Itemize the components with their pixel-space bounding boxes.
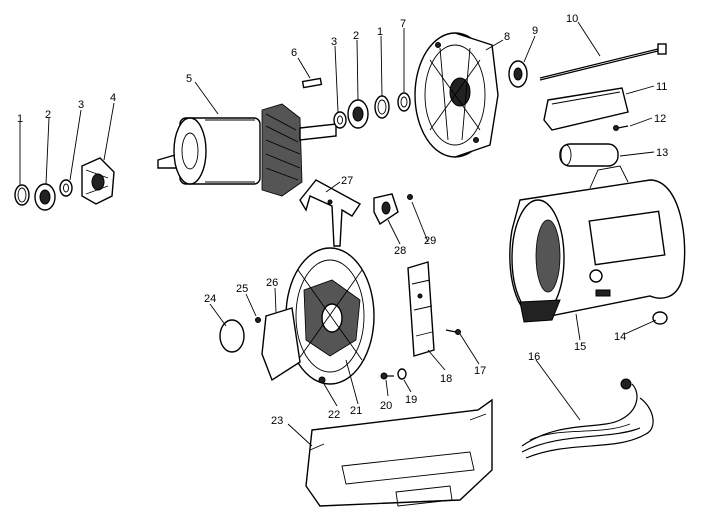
part-base: [305, 398, 493, 507]
part-inspection-plate: [261, 307, 301, 382]
callout-2-rotor: 2: [353, 30, 359, 42]
part-terminal-screw: [407, 194, 413, 200]
callout-11: 11: [656, 81, 667, 93]
leader-lines: [19, 21, 657, 447]
callout-19: 19: [405, 394, 417, 406]
part-washer-right: [333, 111, 347, 129]
callout-4: 4: [110, 92, 116, 104]
part-lead-wires: [521, 378, 654, 459]
part-through-bolt: [539, 43, 667, 81]
part-terminal-bracket: [299, 179, 362, 247]
callout-28: 28: [394, 245, 406, 257]
callout-3-rotor: 3: [331, 36, 337, 48]
callout-27: 27: [341, 175, 353, 187]
callout-13: 13: [656, 147, 668, 159]
part-end-bell-front: [414, 32, 499, 158]
part-snap-ring-left: [14, 184, 30, 206]
part-switch-screw-lower: [380, 372, 394, 380]
part-bearing-left: [34, 183, 56, 211]
callout-6: 6: [291, 47, 297, 59]
part-switch: [407, 261, 435, 357]
part-plate-screw: [255, 317, 261, 323]
part-rotor: [157, 103, 337, 197]
callout-17: 17: [474, 365, 486, 377]
callout-18: 18: [440, 373, 452, 385]
part-switch-nut: [397, 368, 407, 380]
callout-25: 25: [236, 283, 248, 295]
part-switch-screw: [445, 329, 461, 335]
part-small-screw: [318, 376, 326, 384]
part-bearing-right: [347, 99, 369, 129]
callout-1: 1: [17, 113, 23, 125]
part-snap-ring-right: [374, 95, 390, 119]
part-conduit-plug: [219, 319, 245, 353]
callout-16: 16: [528, 351, 540, 363]
part-thrust-washer: [508, 60, 528, 88]
part-washer-left: [59, 179, 73, 197]
callout-3: 3: [78, 99, 84, 111]
part-motor-frame: [509, 165, 686, 323]
part-capacitor-cover: [543, 87, 629, 131]
callout-26: 26: [266, 277, 278, 289]
part-spring-ring: [397, 92, 411, 112]
callout-21: 21: [350, 405, 362, 417]
part-terminal-block: [373, 193, 399, 226]
callout-12: 12: [654, 113, 666, 125]
callout-20: 20: [380, 400, 392, 412]
callout-5: 5: [186, 73, 192, 85]
callout-22: 22: [328, 409, 340, 421]
callout-1-rotor: 1: [377, 26, 383, 38]
part-plug: [652, 311, 668, 325]
part-key: [301, 77, 323, 89]
callout-24: 24: [204, 293, 216, 305]
callout-7: 7: [400, 18, 406, 30]
part-end-bell-rear: [285, 247, 375, 385]
callout-8: 8: [504, 31, 510, 43]
callout-29: 29: [424, 235, 436, 247]
callout-15: 15: [574, 341, 586, 353]
callout-2: 2: [45, 109, 51, 121]
callout-14: 14: [614, 331, 626, 343]
callout-9: 9: [532, 25, 538, 37]
part-capacitor: [559, 143, 619, 167]
part-cover-screw: [613, 125, 629, 131]
part-switch-actuator: [81, 157, 115, 205]
callout-23: 23: [271, 415, 283, 427]
callout-10: 10: [566, 13, 578, 25]
